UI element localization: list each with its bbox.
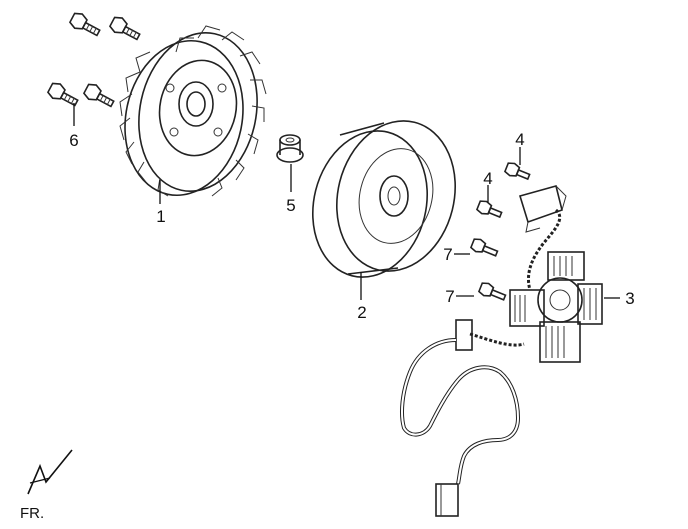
flywheel-rotor-illustration <box>311 120 457 300</box>
bolt-icon <box>477 282 507 301</box>
bolts-4 <box>475 147 531 219</box>
stator-bolts-7 <box>454 238 507 301</box>
bolt-icon <box>503 162 531 181</box>
flange-nut-illustration <box>276 134 304 192</box>
pickup-bracket-illustration <box>518 185 567 233</box>
callout-3: 3 <box>625 289 634 308</box>
callout-7-upper: 7 <box>443 245 452 264</box>
front-direction-arrow <box>27 449 73 495</box>
callout-6: 6 <box>69 131 78 150</box>
stator-coil-illustration <box>509 251 620 363</box>
callout-5: 5 <box>286 196 295 215</box>
front-marker-label: FR. <box>20 505 44 522</box>
wiring-harness-illustration <box>400 208 562 517</box>
callout-7-lower: 7 <box>445 287 454 306</box>
bolt-icon <box>108 16 141 41</box>
callout-2: 2 <box>357 303 366 322</box>
callout-1: 1 <box>156 207 165 226</box>
bolt-icon <box>46 82 79 107</box>
bolt-icon <box>469 238 499 257</box>
callout-4-upper: 4 <box>515 130 524 149</box>
bolt-icon <box>68 12 101 37</box>
callout-4-lower: 4 <box>483 169 492 188</box>
fan-bolts <box>46 12 141 126</box>
bolt-icon <box>82 83 115 108</box>
cooling-fan-illustration <box>119 25 267 204</box>
bolt-icon <box>475 200 503 219</box>
